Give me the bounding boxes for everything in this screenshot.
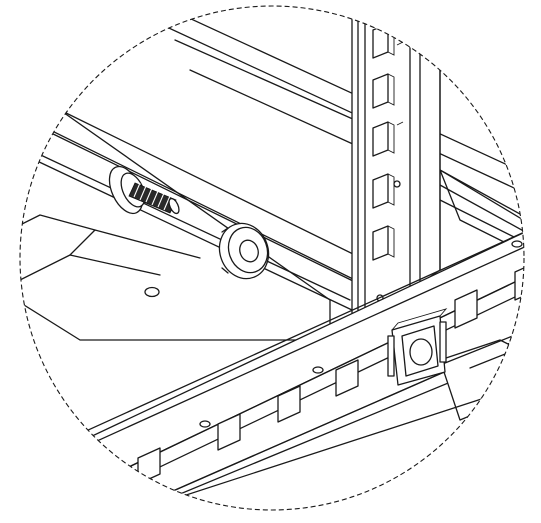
- panel-hole: [144, 286, 160, 298]
- screw-thread: [128, 182, 177, 214]
- mounting-screw: [108, 165, 180, 215]
- cage-nut: [387, 308, 448, 386]
- magnifier-circle-outline: [19, 5, 525, 511]
- cabinet-top-panel: [20, 109, 331, 341]
- cabinet-side-frame: [439, 169, 524, 261]
- screw-rail-beam: [34, 129, 356, 311]
- cabinet-upper-frame: [20, 6, 524, 301]
- plastic-washer: [218, 222, 270, 280]
- rail-square-holes: [372, 23, 395, 261]
